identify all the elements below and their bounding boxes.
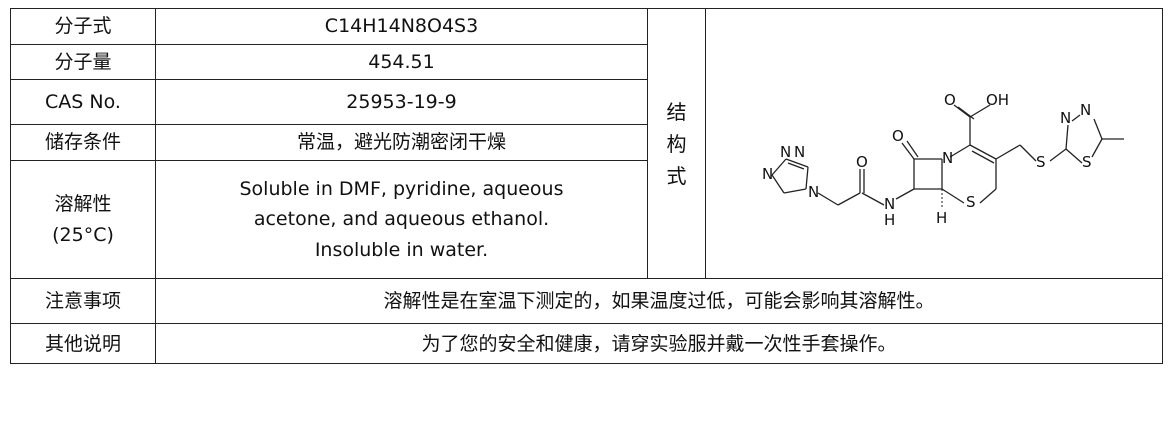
atom-ring-h: H [936,209,947,227]
solubility-value: Soluble in DMF, pyridine, aqueous aceton… [155,159,648,280]
atom-tz-n2: N [794,143,805,161]
row-formula: 分子式 C14H14N8O4S3 结 构 式 [10,7,1163,280]
structure-label: 结 构 式 [647,7,706,280]
formula-label: 分子式 [10,8,156,45]
solubility-label-line-1: 溶解性 [54,193,112,216]
atom-nh-h: H [884,211,895,229]
cas-value: 25953-19-9 [155,79,648,126]
solubility-value-line-3: Insoluble in water. [314,238,489,261]
formula-value: C14H14N8O4S3 [155,8,648,45]
solubility-value-line-2: acetone, and aqueous ethanol. [253,208,550,231]
cas-label: CAS No. [10,79,156,126]
structure-image-cell: N N N N O N H O N H S O OH S N N S [705,7,1163,280]
atom-acid-o: O [944,91,956,109]
row-solubility: 溶解性 (25°C) Soluble in DMF, pyridine, aqu… [10,159,1163,280]
atom-ring-s: S [966,193,976,211]
weight-label: 分子量 [10,43,156,81]
notice-value: 溶解性是在室温下测定的，如果温度过低，可能会影响其溶解性。 [155,278,1163,325]
atom-acid-oh: OH [986,91,1009,109]
notice-label: 注意事项 [10,278,156,325]
storage-value: 常温，避光防潮密闭干燥 [155,124,648,161]
row-storage: 储存条件 常温，避光防潮密闭干燥 [10,124,1163,161]
weight-value: 454.51 [155,43,648,81]
structure-label-char-1: 结 [666,99,687,124]
atom-tz-n3: N [762,165,773,183]
other-value: 为了您的安全和健康，请穿实验服并戴一次性手套操作。 [155,323,1163,365]
atom-tz-n1: N [780,143,791,161]
atom-td-n1: N [1060,109,1071,127]
row-notice: 注意事项 溶解性是在室温下测定的，如果温度过低，可能会影响其溶解性。 [10,278,1163,325]
solubility-value-line-1: Soluble in DMF, pyridine, aqueous [239,178,564,201]
chemical-structure-diagram: N N N N O N H O N H S O OH S N N S [762,91,1124,229]
row-other: 其他说明 为了您的安全和健康，请穿实验服并戴一次性手套操作。 [10,323,1163,365]
atom-td-n2: N [1080,101,1091,119]
atom-amide-o: O [856,153,868,171]
row-cas: CAS No. 25953-19-9 [10,79,1163,126]
solubility-label: 溶解性 (25°C) [10,159,156,280]
solubility-label-line-2: (25°C) [52,223,114,246]
atom-tz-n4: N [808,183,819,201]
atom-ring-o: O [892,127,904,145]
product-info-table: 分子式 C14H14N8O4S3 结 构 式 [10,7,1163,365]
structure-label-char-2: 构 [666,131,687,156]
atom-nh-n: N [884,195,895,213]
storage-label: 储存条件 [10,124,156,161]
atom-ring-n: N [942,149,953,167]
other-label: 其他说明 [10,323,156,365]
atom-link-s: S [1036,153,1046,171]
structure-label-char-3: 式 [666,163,687,188]
atom-td-s: S [1082,153,1092,171]
